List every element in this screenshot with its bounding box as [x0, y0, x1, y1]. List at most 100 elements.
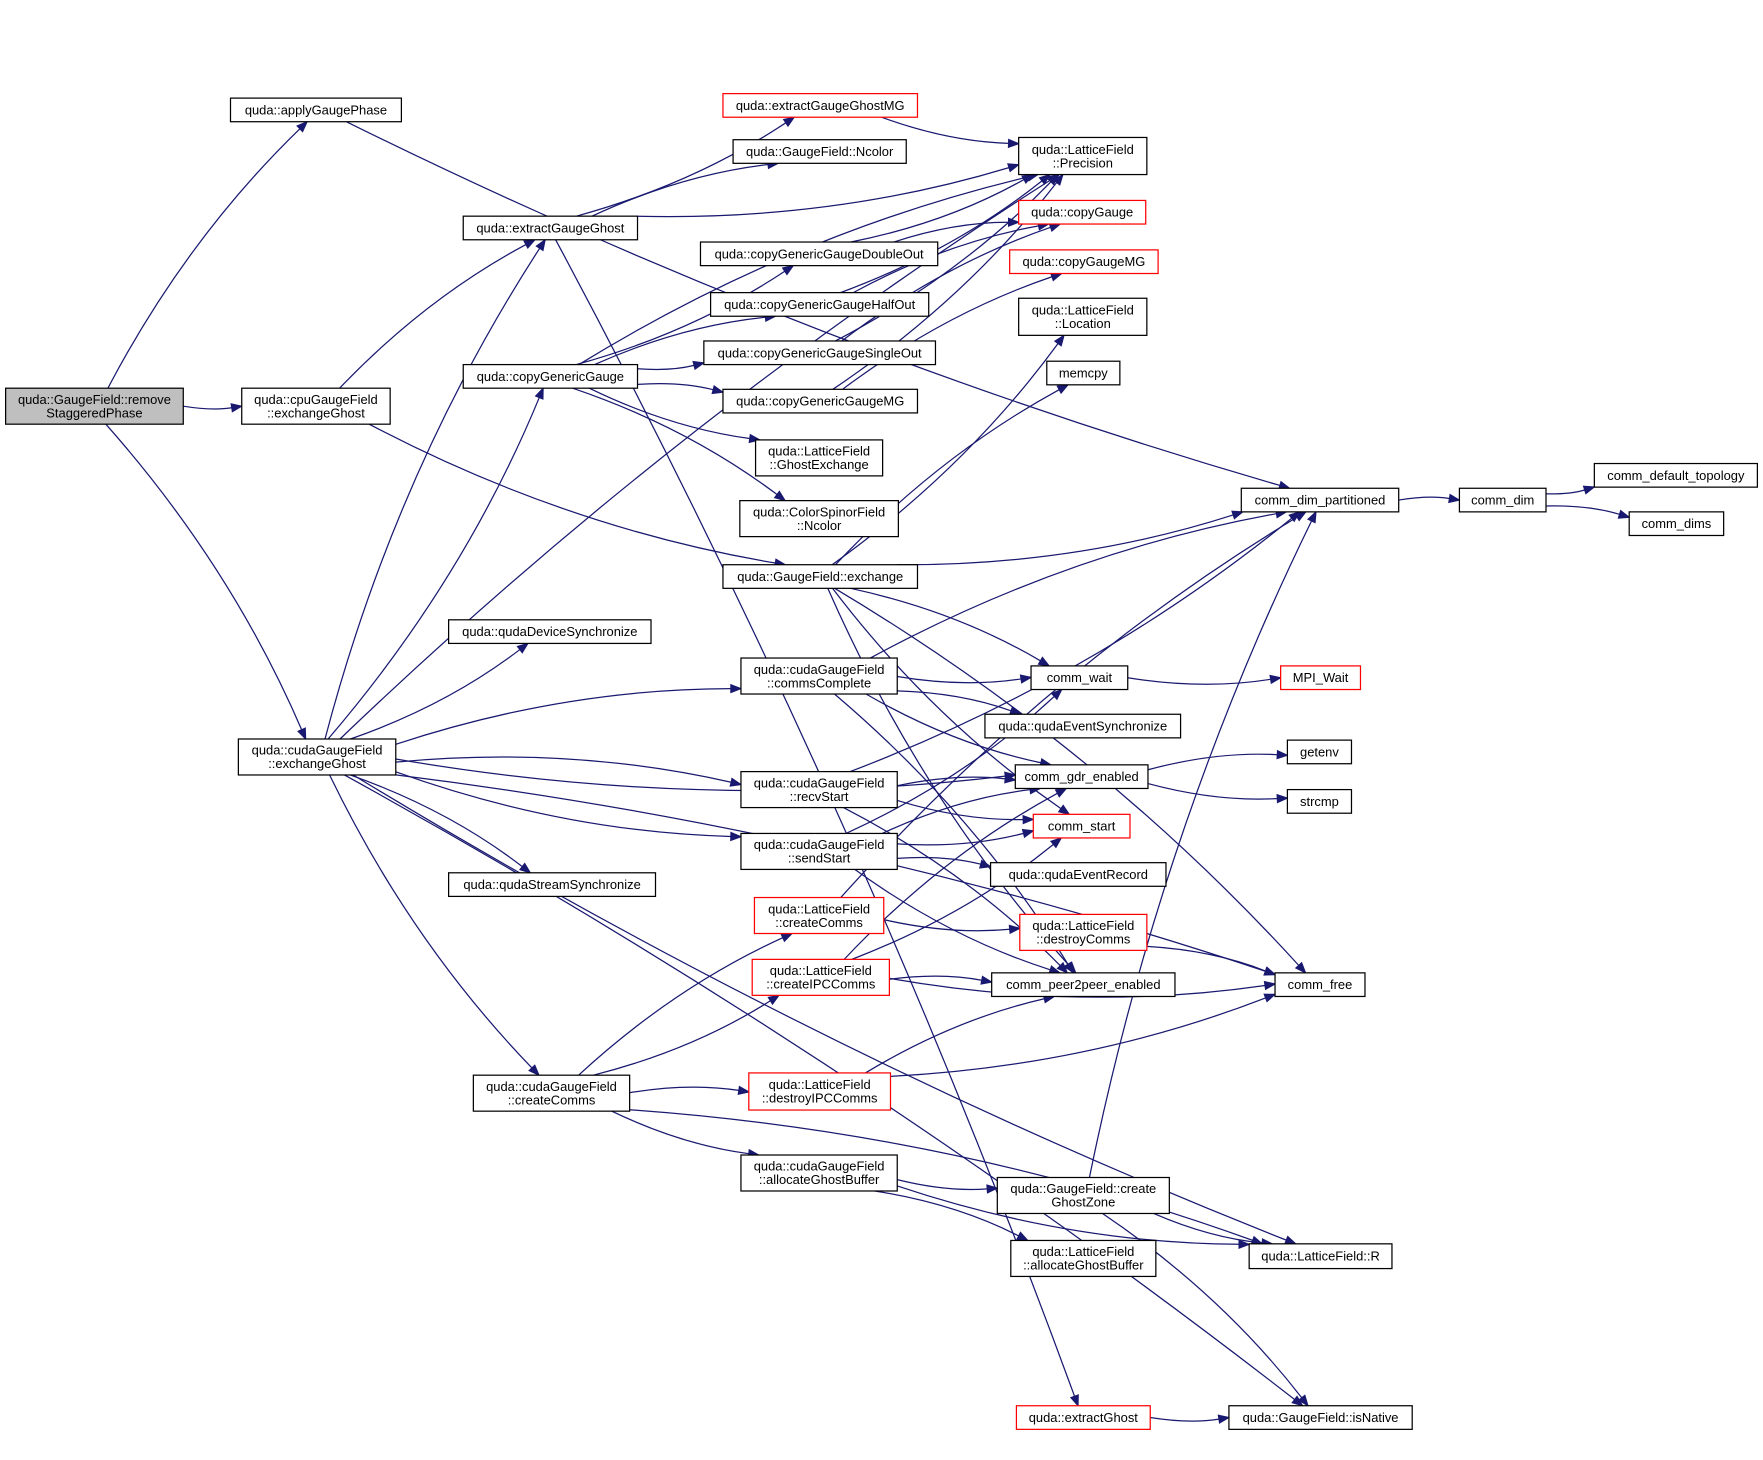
node-box[interactable] [740, 1154, 898, 1192]
node-box[interactable] [472, 1074, 631, 1112]
node-csfNcolor[interactable]: quda::ColorSpinorField::Ncolor [739, 500, 899, 538]
node-box[interactable] [1286, 788, 1353, 814]
node-qudaEventRecord[interactable]: quda::qudaEventRecord [989, 862, 1167, 887]
node-box[interactable] [732, 139, 907, 164]
node-box[interactable] [748, 1072, 892, 1111]
node-box[interactable] [1030, 665, 1129, 691]
node-box[interactable] [740, 657, 898, 695]
node-commP2P[interactable]: comm_peer2peer_enabled [991, 972, 1176, 998]
node-commsComplete[interactable]: quda::cudaGaugeField::commsComplete [740, 657, 898, 695]
node-memcpy[interactable]: memcpy [1046, 360, 1121, 386]
node-extractGaugeGhostMG[interactable]: quda::extractGaugeGhostMG [722, 92, 919, 118]
node-createIPCComms[interactable]: quda::LatticeField::createIPCComms [751, 958, 890, 996]
node-box[interactable] [753, 896, 885, 935]
node-box[interactable] [709, 292, 930, 317]
node-box[interactable] [699, 241, 939, 267]
node-box[interactable] [1458, 487, 1547, 513]
node-isNative[interactable]: quda::GaugeField::isNative [1228, 1405, 1413, 1430]
node-commDim[interactable]: comm_dim [1458, 487, 1547, 513]
node-lfR[interactable]: quda::LatticeField::R [1248, 1243, 1393, 1270]
node-cgDoubleOut[interactable]: quda::copyGenericGaugeDoubleOut [699, 241, 939, 267]
node-commGdrEnabled[interactable]: comm_gdr_enabled [1014, 764, 1149, 790]
node-getenv[interactable]: getenv [1286, 739, 1353, 765]
node-lfAllocGhost[interactable]: quda::LatticeField::allocateGhostBuffer [1010, 1239, 1157, 1278]
node-extractGaugeGhost[interactable]: quda::extractGaugeGhost [462, 215, 639, 241]
node-box[interactable] [991, 972, 1176, 998]
node-commDefaultTopology[interactable]: comm_default_topology [1593, 462, 1758, 488]
node-box[interactable] [1593, 462, 1758, 488]
node-copyGaugeMG[interactable]: quda::copyGaugeMG [1009, 249, 1159, 275]
node-box[interactable] [1018, 199, 1147, 225]
node-box[interactable] [1014, 764, 1149, 790]
node-box[interactable] [722, 564, 919, 589]
node-commDims[interactable]: comm_dims [1628, 511, 1725, 537]
node-box[interactable] [1018, 297, 1148, 336]
node-cudaCreateComms[interactable]: quda::cudaGaugeField::createComms [472, 1074, 631, 1112]
node-box[interactable] [1046, 360, 1121, 386]
node-cgMG[interactable]: quda::copyGenericGaugeMG [722, 388, 919, 414]
node-box[interactable] [1015, 1405, 1151, 1430]
node-box[interactable] [1628, 511, 1725, 537]
node-destroyComms[interactable]: quda::LatticeField::destroyComms [1019, 913, 1148, 951]
node-box[interactable] [754, 439, 884, 477]
node-box[interactable] [448, 619, 652, 645]
node-box[interactable] [1280, 665, 1362, 691]
node-destroyIPCComms[interactable]: quda::LatticeField::destroyIPCComms [748, 1072, 892, 1111]
node-box[interactable] [1248, 1243, 1393, 1270]
node-cgSingleOut[interactable]: quda::copyGenericGaugeSingleOut [703, 340, 937, 366]
node-gfExchange[interactable]: quda::GaugeField::exchange [722, 564, 919, 589]
node-copyGenericGauge[interactable]: quda::copyGenericGauge [462, 363, 639, 389]
node-box[interactable] [237, 738, 397, 776]
node-ghostExchange[interactable]: quda::LatticeField::GhostExchange [754, 439, 884, 477]
node-box[interactable] [722, 388, 919, 414]
node-box[interactable] [241, 387, 391, 425]
node-strcmp[interactable]: strcmp [1286, 788, 1353, 814]
node-box[interactable] [739, 500, 899, 538]
node-location[interactable]: quda::LatticeField::Location [1018, 297, 1148, 336]
node-box[interactable] [1009, 249, 1159, 275]
node-box[interactable] [989, 862, 1167, 887]
node-sendStart[interactable]: quda::cudaGaugeField::sendStart [740, 832, 898, 871]
node-extractGhost[interactable]: quda::extractGhost [1015, 1405, 1151, 1430]
node-box[interactable] [996, 1176, 1170, 1215]
node-cgHalfOut[interactable]: quda::copyGenericGaugeHalfOut [709, 292, 930, 317]
node-mpiWait[interactable]: MPI_Wait [1280, 665, 1362, 691]
node-box[interactable] [5, 387, 184, 425]
node-box[interactable] [984, 713, 1182, 739]
node-box[interactable] [751, 958, 890, 996]
node-box[interactable] [1274, 972, 1366, 998]
node-box[interactable] [740, 770, 898, 809]
node-box[interactable] [229, 97, 403, 123]
node-gfNcolor[interactable]: quda::GaugeField::Ncolor [732, 139, 907, 164]
node-recvStart[interactable]: quda::cudaGaugeField::recvStart [740, 770, 898, 809]
node-commWait[interactable]: comm_wait [1030, 665, 1129, 691]
node-box[interactable] [1240, 487, 1400, 513]
node-box[interactable] [722, 92, 919, 118]
node-box[interactable] [1019, 913, 1148, 951]
node-box[interactable] [1286, 739, 1353, 765]
node-qudaStreamSynchronize[interactable]: quda::qudaStreamSynchronize [448, 872, 657, 898]
node-lfCreateComms[interactable]: quda::LatticeField::createComms [753, 896, 885, 935]
node-cudaAllocGhost[interactable]: quda::cudaGaugeField::allocateGhostBuffe… [740, 1154, 898, 1192]
node-copyGauge[interactable]: quda::copyGauge [1018, 199, 1147, 225]
node-commFree[interactable]: comm_free [1274, 972, 1366, 998]
node-box[interactable] [740, 832, 898, 871]
node-cpuExchangeGhost[interactable]: quda::cpuGaugeField::exchangeGhost [241, 387, 391, 425]
node-box[interactable] [1010, 1239, 1157, 1278]
node-box[interactable] [1228, 1405, 1413, 1430]
node-commStart[interactable]: comm_start [1032, 813, 1131, 839]
node-applyGaugePhase[interactable]: quda::applyGaugePhase [229, 97, 403, 123]
node-box[interactable] [1018, 136, 1148, 176]
node-box[interactable] [703, 340, 937, 366]
node-box[interactable] [1032, 813, 1131, 839]
node-box[interactable] [462, 215, 639, 241]
node-qudaEventSynchronize[interactable]: quda::qudaEventSynchronize [984, 713, 1182, 739]
node-precision[interactable]: quda::LatticeField::Precision [1018, 136, 1148, 176]
node-qudaDeviceSynchronize[interactable]: quda::qudaDeviceSynchronize [448, 619, 652, 645]
node-cudaExchangeGhost[interactable]: quda::cudaGaugeField::exchangeGhost [237, 738, 397, 776]
node-box[interactable] [448, 872, 657, 898]
node-box[interactable] [462, 363, 639, 389]
node-commDimPartitioned[interactable]: comm_dim_partitioned [1240, 487, 1400, 513]
